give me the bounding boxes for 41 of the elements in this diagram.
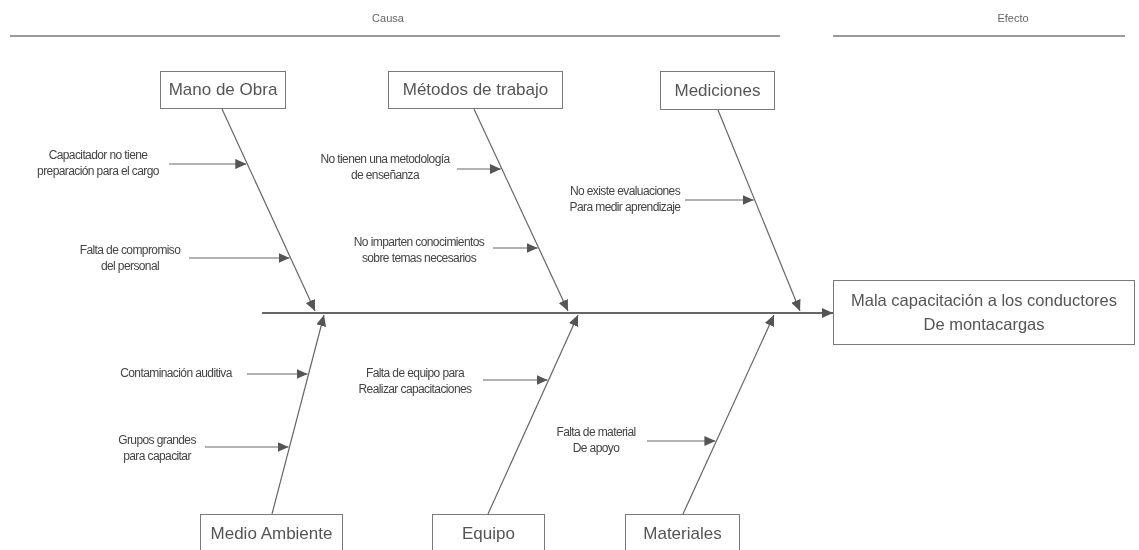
cause-text: No tienen una metodología de enseñanza — [319, 152, 451, 184]
category-box — [432, 514, 545, 550]
box-label: Equipo — [462, 524, 515, 544]
box-label: Mediciones — [674, 80, 761, 101]
arrow — [492, 243, 539, 253]
box-label: Materiales — [643, 524, 722, 544]
effect-box — [833, 280, 1135, 345]
section-heading: Causa — [372, 12, 404, 24]
cause-text: Falta de equipo para Realizar capacitaciones — [357, 366, 473, 398]
arrow — [482, 375, 549, 385]
cause-text: Grupos grandes para capacitar — [117, 433, 197, 465]
cause-text: Falta de compromiso del personal — [78, 243, 182, 275]
arrow — [684, 195, 755, 205]
box-label: Métodos de trabajo — [402, 80, 549, 100]
bone-arrow — [221, 108, 316, 312]
spine-arrow — [261, 308, 834, 318]
box-label: Medio Ambiente — [210, 524, 333, 544]
bone-arrow — [487, 314, 579, 515]
cause-text: No imparten conocimientos sobre temas necesarios — [352, 235, 486, 267]
category-box — [160, 71, 286, 109]
cause-text: Contaminación auditiva — [120, 366, 232, 382]
category-box — [660, 71, 775, 110]
bone-arrow — [717, 109, 801, 312]
category-box — [200, 514, 343, 550]
box-label: Mala capacitación a los conductores De montacargas — [850, 289, 1118, 335]
cause-text: Falta de material De apoyo — [555, 425, 637, 457]
category-box — [388, 71, 563, 109]
arrow — [246, 369, 309, 379]
bone-arrow — [271, 314, 327, 515]
arrow — [204, 442, 290, 452]
cause-text: Capacitador no tiene preparación para el cargo — [36, 148, 160, 180]
section-heading: Efecto — [997, 12, 1029, 24]
arrow — [456, 164, 502, 174]
category-box — [625, 514, 740, 550]
arrow — [168, 159, 247, 169]
arrow — [188, 253, 291, 263]
box-label: Mano de Obra — [168, 80, 278, 100]
cause-text: No existe evaluaciones Para medir aprendizaje — [568, 184, 682, 216]
bone-arrow — [682, 314, 775, 515]
bone-arrow — [473, 108, 569, 312]
arrow — [646, 436, 716, 446]
